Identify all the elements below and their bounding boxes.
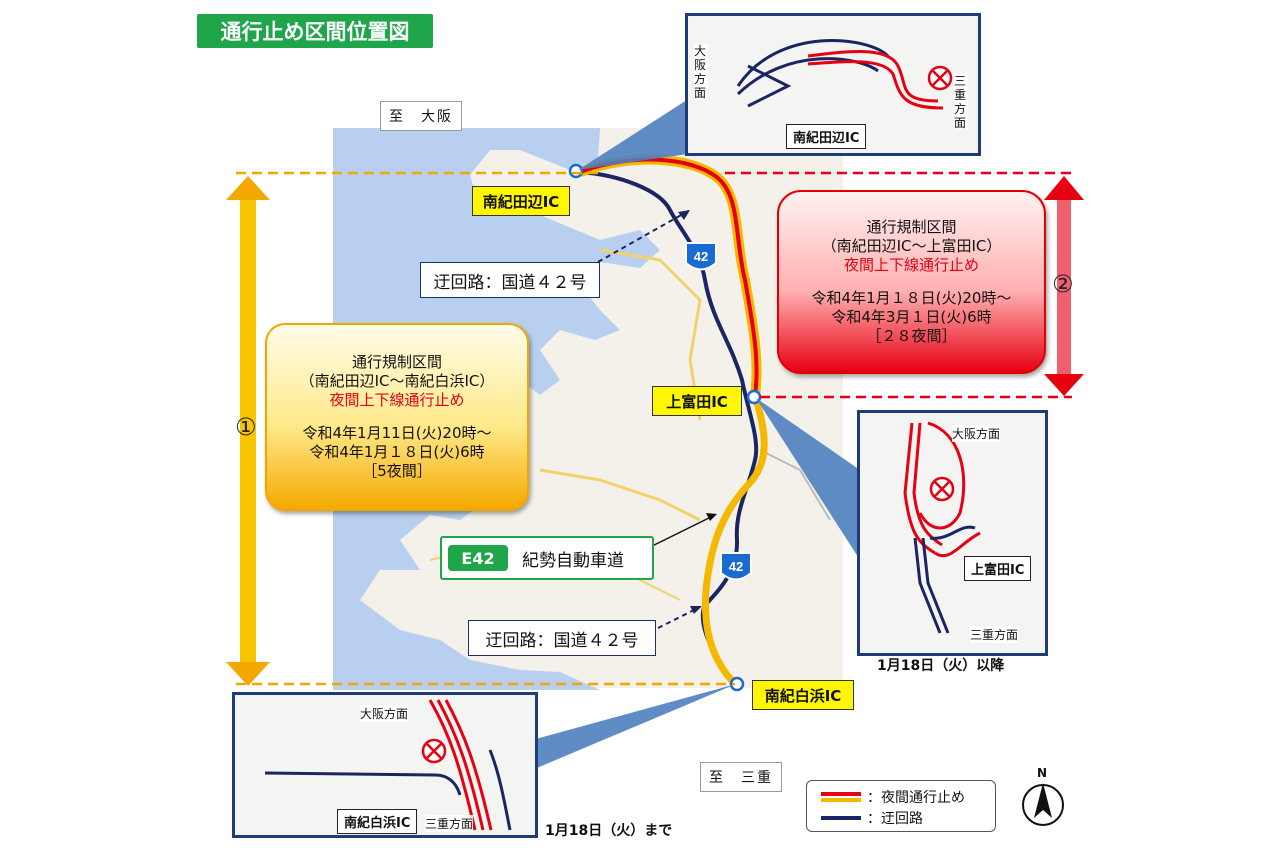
section-2-title: 通行規制区間: [866, 218, 957, 236]
inset-kamitonda-ic: 大阪方面 上富田IC 三重方面: [857, 410, 1048, 656]
section-2-marker: ②: [1052, 270, 1074, 298]
inset-kamitonda-map: [903, 421, 981, 634]
legend-detour: ：迂回路: [821, 808, 923, 828]
legend-closure: ：夜間通行止め: [821, 787, 965, 807]
detour-route: [579, 170, 759, 686]
detour-label-upper: 迂回路：国道４２号: [420, 262, 600, 298]
inset-tanabe-name: 南紀田辺IC: [786, 124, 867, 149]
inset-shirahama-map: [264, 699, 512, 831]
section-2-panel: 通行規制区間 （南紀田辺IC～上富田IC） 夜間上下線通行止め 令和4年1月１８…: [777, 190, 1046, 374]
legend-closure-swatch: [821, 791, 861, 803]
section-1-title: 通行規制区間: [351, 353, 442, 371]
legend-detour-swatch: [821, 812, 861, 824]
section-2-closure: 夜間上下線通行止め: [843, 256, 979, 274]
section-1-arrow: [226, 176, 270, 686]
expressway-e42-badge: E42: [448, 545, 508, 571]
north-arrow-icon: [1022, 783, 1064, 826]
expressway-label: E42 紀勢自動車道: [440, 536, 654, 580]
section-1-nights: ［5夜間］: [362, 462, 432, 480]
section-1-panel: 通行規制区間 （南紀田辺IC～南紀白浜IC） 夜間上下線通行止め 令和4年1月1…: [265, 323, 529, 511]
inset-nanki-tanabe-ic: 大阪方面 三重方面 南紀田辺IC: [685, 13, 981, 156]
section-1-period-start: 令和4年1月11日(火)20時～: [302, 424, 492, 442]
section-1-range: （南紀田辺IC～南紀白浜IC）: [299, 372, 495, 390]
map-legend: ：夜間通行止め ：迂回路: [806, 780, 996, 832]
inset-shirahama-top-dir: 大阪方面: [360, 705, 409, 722]
detour-label-lower: 迂回路：国道４２号: [468, 620, 656, 656]
direction-osaka: 至 大阪: [380, 101, 462, 131]
inset-shirahama-name: 南紀白浜IC: [337, 809, 418, 834]
section-1-closure: 夜間上下線通行止め: [329, 391, 465, 409]
nanki-tanabe-ic-label[interactable]: 南紀田辺IC: [472, 186, 570, 216]
section-2-arrow: [1044, 176, 1084, 396]
expressway-closure-section-2-red: [579, 157, 759, 396]
shirahama-inset-callout: [532, 684, 736, 770]
direction-mie: 至 三重: [700, 762, 782, 792]
detour-upper-pointer-head: [678, 210, 690, 220]
legend-detour-label: ：迂回路: [867, 811, 923, 827]
page-title: 通行止め区間位置図: [197, 14, 433, 48]
route-42-shield-lower-label: 42: [729, 559, 743, 574]
detour-lower-pointer-head: [690, 606, 702, 614]
expressway-name: 紀勢自動車道: [522, 550, 624, 571]
tanabe-inset-callout: [578, 98, 715, 170]
section-1-marker: ①: [235, 413, 257, 441]
kamitonda-ic-label[interactable]: 上富田IC: [652, 386, 742, 416]
kamitonda-inset-callout: [756, 398, 860, 560]
inset-tanabe-map: [736, 39, 953, 110]
inset-kamitonda-caption: 1月18日（火）以降: [877, 658, 1005, 674]
map-road: [539, 468, 701, 522]
nanki-shirahama-ic-label[interactable]: 南紀白浜IC: [752, 680, 854, 710]
route-42-shield-lower: [720, 552, 752, 581]
legend-closure-label: ：夜間通行止め: [867, 790, 965, 806]
section-2-period-start: 令和4年1月１８日(火)20時～: [811, 289, 1012, 307]
nanki-tanabe-ic-marker[interactable]: [568, 163, 584, 179]
section-2-period-end: 令和4年3月１日(火)6時: [831, 308, 992, 326]
expressway-pointer-head: [706, 513, 717, 521]
map-road: [759, 449, 831, 521]
section-2-nights: ［２８夜間］: [866, 327, 957, 345]
inset-nanki-shirahama-ic: 大阪方面 南紀白浜IC 三重方面: [232, 692, 538, 838]
expressway-closure-section-1: [701, 394, 768, 687]
north-label: N: [1037, 766, 1048, 780]
inset-shirahama-caption: 1月18日（火）まで: [545, 823, 673, 839]
section-2-range: （南紀田辺IC～上富田IC）: [821, 237, 1002, 255]
route-42-shield-upper: [685, 242, 717, 271]
inset-shirahama-bottom-dir: 三重方面: [425, 815, 474, 832]
inset-tanabe-left-dir: 大阪方面: [694, 44, 708, 100]
map-road: [599, 248, 702, 421]
inset-kamitonda-top-dir: 大阪方面: [952, 425, 1001, 442]
inset-kamitonda-bottom-dir: 三重方面: [970, 626, 1019, 643]
inset-tanabe-right-dir: 三重方面: [954, 74, 968, 130]
inset-kamitonda-name: 上富田IC: [964, 556, 1032, 581]
route-42-shield-upper-label: 42: [694, 249, 708, 264]
section-1-period-end: 令和4年1月１８日(火)6時: [309, 443, 485, 461]
nanki-shirahama-ic-marker[interactable]: [729, 676, 745, 692]
